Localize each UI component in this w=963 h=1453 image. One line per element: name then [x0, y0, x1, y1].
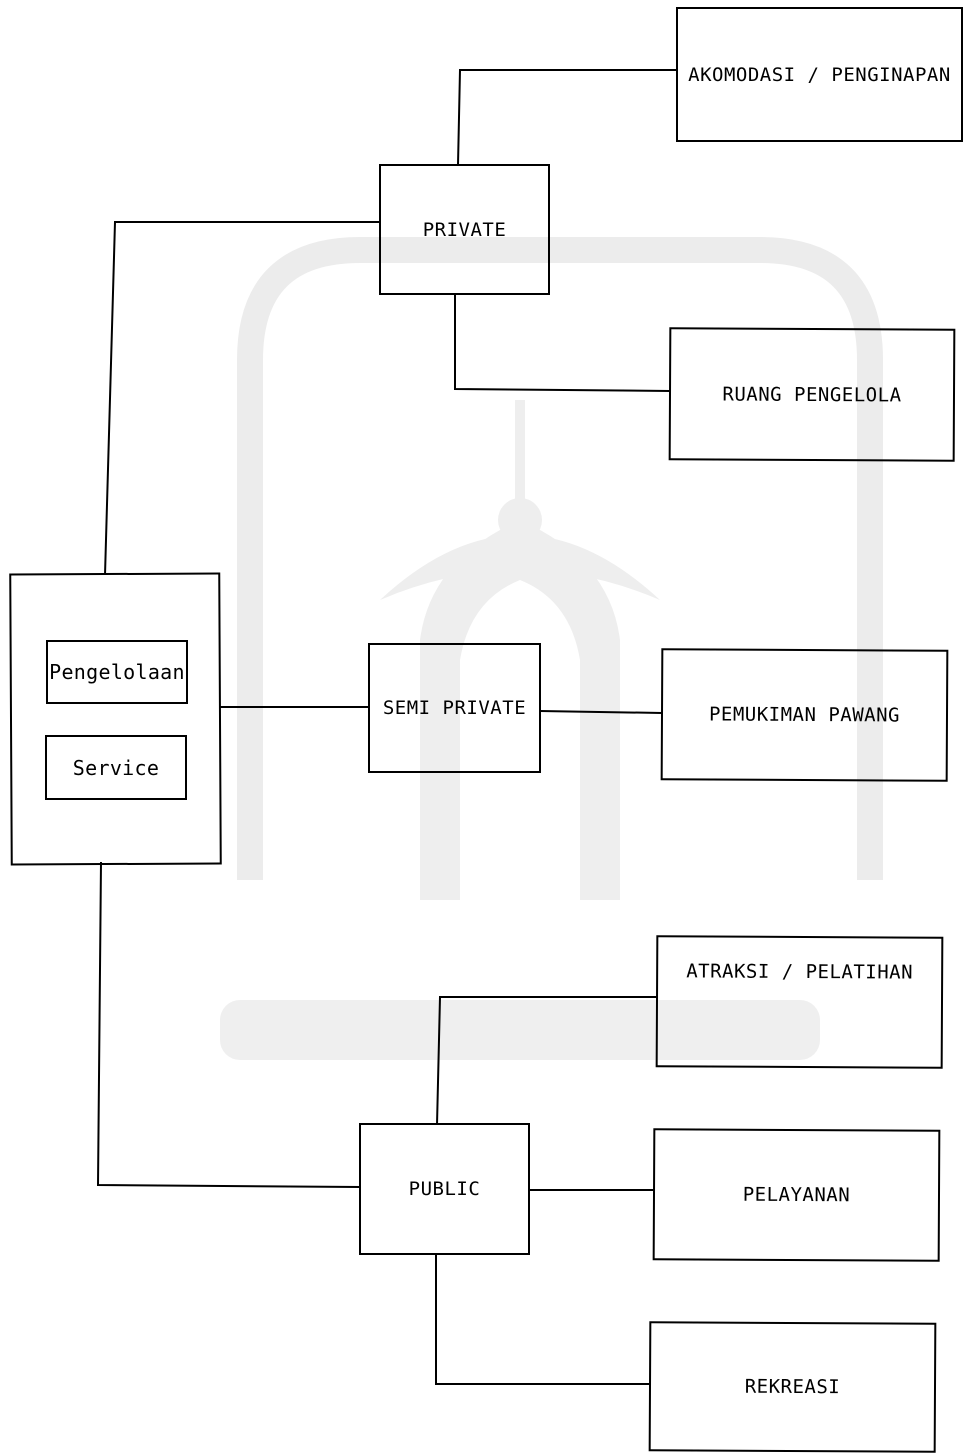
- ruang-pengelola-label: RUANG PENGELOLA: [722, 383, 902, 406]
- line-semi-private-to-pemukiman: [539, 710, 663, 714]
- pelayanan-box: PELAYANAN: [652, 1128, 941, 1262]
- pengelolaan-label: Pengelolaan: [49, 660, 185, 684]
- service-label: Service: [72, 755, 160, 780]
- private-box: PRIVATE: [379, 164, 550, 295]
- atraksi-label: ATRAKSI / PELATIHAN: [686, 960, 914, 984]
- root-box: [9, 572, 222, 866]
- service-box: Service: [45, 735, 187, 800]
- akomodasi-label: AKOMODASI / PENGINAPAN: [688, 63, 951, 86]
- pemukiman-pawang-label: PEMUKIMAN PAWANG: [708, 703, 901, 727]
- line-root-to-public: [96, 861, 361, 1188]
- public-label: PUBLIC: [408, 1178, 481, 1200]
- pelayanan-label: PELAYANAN: [742, 1183, 851, 1207]
- line-public-to-atraksi: [436, 996, 657, 1126]
- private-label: PRIVATE: [422, 218, 507, 241]
- rekreasi-box: REKREASI: [648, 1321, 937, 1453]
- pemukiman-pawang-box: PEMUKIMAN PAWANG: [660, 648, 949, 782]
- line-private-to-ruang-pengelola: [454, 294, 671, 392]
- line-root-to-private: [104, 221, 380, 576]
- public-box: PUBLIC: [359, 1123, 530, 1255]
- rekreasi-label: REKREASI: [744, 1375, 841, 1399]
- ruang-pengelola-box: RUANG PENGELOLA: [668, 327, 956, 462]
- line-public-to-rekreasi: [435, 1254, 650, 1385]
- semi-private-box: SEMI PRIVATE: [368, 643, 541, 773]
- line-private-to-akomodasi: [457, 69, 677, 166]
- akomodasi-box: AKOMODASI / PENGINAPAN: [676, 7, 963, 142]
- atraksi-box: ATRAKSI / PELATIHAN: [655, 935, 944, 1069]
- pengelolaan-box: Pengelolaan: [46, 640, 188, 704]
- semi-private-label: SEMI PRIVATE: [382, 697, 527, 719]
